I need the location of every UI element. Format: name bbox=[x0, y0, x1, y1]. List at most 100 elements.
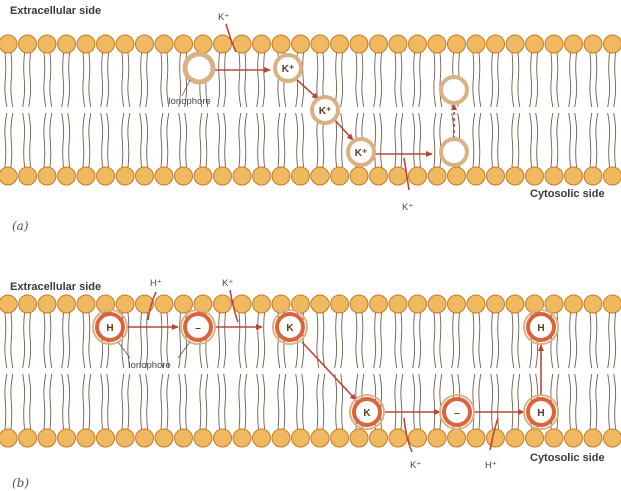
lipid-tail bbox=[479, 53, 481, 107]
lipid-tail bbox=[596, 53, 598, 107]
lipid-tail bbox=[497, 113, 499, 167]
lipid-tail bbox=[590, 374, 592, 429]
lipid-head bbox=[565, 35, 583, 53]
arrow-k-down-1 bbox=[295, 78, 318, 99]
lipid-tail bbox=[179, 313, 181, 368]
ionophore-label-a: Ionophore bbox=[168, 96, 211, 107]
lipid-head bbox=[604, 295, 621, 313]
carrier-glyph: K bbox=[363, 408, 371, 419]
lipid-head bbox=[155, 429, 173, 447]
lipid-tail bbox=[62, 313, 64, 368]
arrow-k-down bbox=[302, 342, 356, 400]
cytosolic-side-label-b: Cytosolic side bbox=[530, 452, 605, 464]
panel-a-label: (a) bbox=[12, 219, 29, 233]
lipid-tail bbox=[185, 374, 187, 429]
lipid-tail bbox=[50, 113, 52, 167]
ion-label-k-in: K⁺ bbox=[218, 12, 229, 23]
lipid-tail bbox=[218, 313, 220, 368]
lipid-tail bbox=[401, 53, 403, 107]
lipid-tail bbox=[263, 113, 265, 167]
lipid-tail bbox=[608, 374, 610, 429]
lipid-tail bbox=[185, 113, 187, 167]
lipid-tail bbox=[452, 313, 454, 368]
lipid-tail bbox=[557, 374, 559, 429]
lipid-head bbox=[487, 35, 505, 53]
lipid-tail bbox=[122, 113, 124, 167]
lipid-tail bbox=[83, 53, 85, 107]
lipid-tail bbox=[68, 113, 70, 167]
lipid-tail bbox=[401, 313, 403, 368]
lipid-tail bbox=[278, 374, 280, 429]
lipid-head bbox=[292, 35, 310, 53]
lipid-head bbox=[19, 429, 37, 447]
lipid-head bbox=[389, 35, 407, 53]
lipid-tail bbox=[596, 374, 598, 429]
lipid-tail bbox=[245, 374, 247, 429]
lipid-tail bbox=[44, 313, 46, 368]
ion-label-k-bottom: K⁺ bbox=[410, 460, 421, 471]
lipid-head bbox=[311, 429, 329, 447]
lipid-head bbox=[370, 295, 388, 313]
lipid-tail bbox=[479, 113, 481, 167]
lipid-tail bbox=[146, 53, 148, 107]
lipid-head bbox=[116, 35, 134, 53]
lipid-tail bbox=[608, 313, 610, 368]
lipid-tail bbox=[473, 374, 475, 429]
lipid-head bbox=[409, 429, 427, 447]
lipid-tail bbox=[296, 113, 298, 167]
lipid-tail bbox=[218, 113, 220, 167]
lipid-tail bbox=[161, 53, 163, 107]
carrier-b-2: – bbox=[178, 310, 215, 358]
lipid-head bbox=[155, 167, 173, 185]
lipid-tail bbox=[569, 374, 571, 429]
lipid-tail bbox=[590, 113, 592, 167]
lipid-tail bbox=[440, 313, 442, 368]
lipid-tail bbox=[167, 113, 169, 167]
lipid-tail bbox=[341, 53, 343, 107]
lipid-tail bbox=[128, 374, 130, 429]
lipid-tail bbox=[335, 374, 337, 429]
lipid-head bbox=[0, 429, 17, 447]
lipid-tail bbox=[473, 53, 475, 107]
lipid-tail bbox=[497, 313, 499, 368]
lipid-head bbox=[233, 429, 251, 447]
lipid-head bbox=[38, 429, 56, 447]
lipid-tail bbox=[257, 313, 259, 368]
lipid-tail bbox=[29, 374, 31, 429]
lipid-tail bbox=[434, 313, 436, 368]
lipid-tail bbox=[317, 374, 319, 429]
lipid-tail bbox=[512, 374, 514, 429]
panel-a-potassium-ionophore: Extracellular side Cytosolic side (a) K⁺… bbox=[0, 5, 621, 233]
carrier-glyph: H bbox=[537, 323, 544, 334]
lipid-head bbox=[506, 429, 524, 447]
lipid-tail bbox=[83, 313, 85, 368]
lipid-head bbox=[136, 167, 154, 185]
lipid-head bbox=[175, 429, 193, 447]
lipid-tail bbox=[263, 53, 265, 107]
lipid-head bbox=[487, 429, 505, 447]
lipid-head bbox=[448, 167, 466, 185]
lipid-tail bbox=[257, 374, 259, 429]
lipid-tail bbox=[23, 113, 25, 167]
lipid-tail bbox=[161, 113, 163, 167]
lipid-tail bbox=[179, 374, 181, 429]
lipid-tail bbox=[245, 113, 247, 167]
carrier-glyph: – bbox=[454, 408, 460, 419]
carrier-b-3: K bbox=[273, 310, 307, 344]
lipid-head bbox=[428, 295, 446, 313]
lipid-tail bbox=[224, 313, 226, 368]
lipid-head bbox=[77, 429, 95, 447]
lipid-head bbox=[311, 35, 329, 53]
lipid-tail bbox=[200, 374, 202, 429]
lipid-tail bbox=[374, 53, 376, 107]
lipid-head bbox=[350, 429, 368, 447]
ionophore-ring-icon bbox=[441, 77, 467, 103]
extracellular-side-label-b: Extracellular side bbox=[10, 281, 101, 293]
lipid-head bbox=[136, 429, 154, 447]
lipid-tail bbox=[68, 374, 70, 429]
lipid-head bbox=[38, 295, 56, 313]
lipid-tail bbox=[257, 113, 259, 167]
lipid-tail bbox=[50, 374, 52, 429]
lipid-head bbox=[565, 167, 583, 185]
